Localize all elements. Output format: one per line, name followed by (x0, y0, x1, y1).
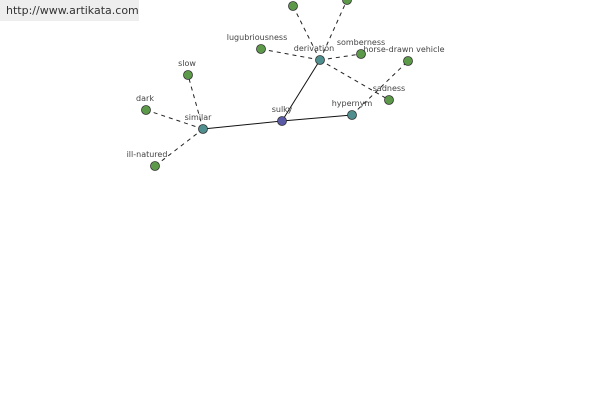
edge-similar-slow (187, 74, 204, 130)
node-circle-dark[interactable] (141, 105, 151, 115)
node-circle-lugubriousness[interactable] (256, 44, 266, 54)
node-sulky[interactable]: sulky (272, 105, 293, 126)
edge-sulky-hypernym (281, 114, 353, 122)
edge-sulky-similar (202, 120, 283, 130)
node-label-lugubriousness: lugubriousness (227, 33, 288, 42)
node-top1[interactable] (288, 1, 298, 11)
edge-derivation-somberness (319, 53, 362, 61)
node-lugubriousness[interactable]: lugubriousness (227, 33, 288, 54)
edge-derivation-top2 (319, 0, 348, 61)
edge-hypernym-horse-drawn-vehicle (351, 60, 409, 116)
node-label-dark: dark (136, 94, 154, 103)
node-circle-ill-natured[interactable] (150, 161, 160, 171)
node-derivation[interactable]: derivation (294, 44, 334, 65)
edges-layer (145, 0, 409, 167)
node-circle-hypernym[interactable] (347, 110, 357, 120)
node-slow[interactable]: slow (178, 59, 196, 80)
nodes-layer: sulky similar derivation hypernym slow dark il… (127, 0, 445, 171)
node-label-horse-drawn-vehicle: horse-drawn vehicle (363, 45, 444, 54)
node-label-ill-natured: ill-natured (127, 150, 168, 159)
node-label-sulky: sulky (272, 105, 293, 114)
node-circle-derivation[interactable] (315, 55, 325, 65)
node-label-slow: slow (178, 59, 196, 68)
edge-derivation-top1 (292, 5, 321, 61)
node-label-derivation: derivation (294, 44, 334, 53)
node-somberness[interactable]: somberness (337, 38, 385, 59)
node-dark[interactable]: dark (136, 94, 154, 115)
edge-similar-dark (145, 109, 204, 130)
node-label-hypernym: hypernym (332, 99, 373, 108)
edge-similar-ill-natured (154, 128, 204, 167)
node-circle-somberness[interactable] (356, 49, 366, 59)
node-label-sadness: sadness (373, 84, 405, 93)
node-sadness[interactable]: sadness (373, 84, 405, 105)
edge-derivation-lugubriousness (260, 48, 321, 61)
node-circle-similar[interactable] (198, 124, 208, 134)
node-label-similar: similar (185, 113, 213, 122)
node-horse-drawn-vehicle[interactable]: horse-drawn vehicle (363, 45, 445, 66)
node-circle-top2[interactable] (342, 0, 352, 5)
node-circle-horse-drawn-vehicle[interactable] (403, 56, 413, 66)
node-ill-natured[interactable]: ill-natured (127, 150, 168, 171)
node-circle-slow[interactable] (183, 70, 193, 80)
node-top2[interactable] (342, 0, 352, 5)
node-similar[interactable]: similar (185, 113, 213, 134)
node-hypernym[interactable]: hypernym (332, 99, 373, 120)
edge-derivation-sadness (319, 59, 390, 101)
watermark-url: http://www.artikata.com (0, 0, 139, 21)
node-circle-sadness[interactable] (384, 95, 394, 105)
edge-sulky-derivation (281, 59, 321, 122)
node-circle-top1[interactable] (288, 1, 298, 11)
node-circle-sulky[interactable] (277, 116, 287, 126)
node-label-somberness: somberness (337, 38, 385, 47)
